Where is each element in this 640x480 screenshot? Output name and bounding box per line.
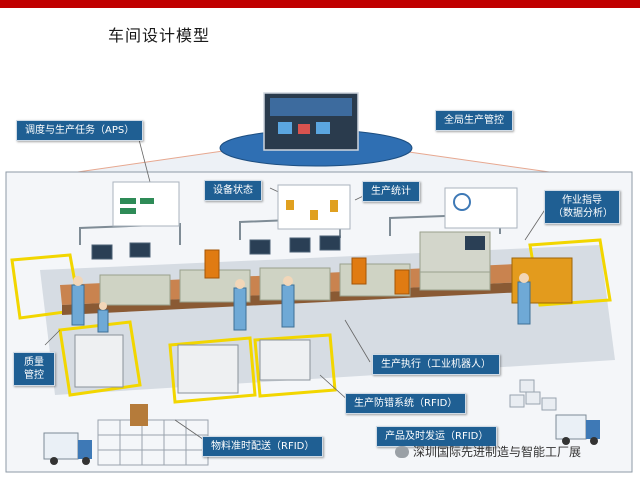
footer-watermark: 深圳国际先进制造与智能工厂展 [395,443,581,460]
slide-title: 车间设计模型 [108,26,211,45]
label-product-delivery: 产品及时发运（RFID） [376,426,498,447]
label-work-guidance: 作业指导 （数据分析） [544,190,620,224]
label-work-guidance-line1: 作业指导 [562,195,602,206]
wechat-icon [395,445,409,458]
label-quality-line2: 管控 [24,370,44,381]
top-accent-bar [0,0,640,8]
label-global-control: 全局生产管控 [435,110,513,131]
label-quality-line1: 质量 [24,357,44,368]
label-production-stats: 生产统计 [362,181,420,202]
label-material-delivery: 物料准时配送（RFID） [202,436,324,457]
label-quality-control: 质量 管控 [13,352,55,386]
label-equipment-status: 设备状态 [204,180,262,201]
label-anti-error-system: 生产防错系统（RFID） [345,393,467,414]
footer-text: 深圳国际先进制造与智能工厂展 [413,445,582,459]
label-work-guidance-line2: （数据分析） [553,208,613,219]
label-production-execution: 生产执行（工业机器人） [372,354,500,375]
label-aps: 调度与生产任务（APS） [16,120,144,141]
